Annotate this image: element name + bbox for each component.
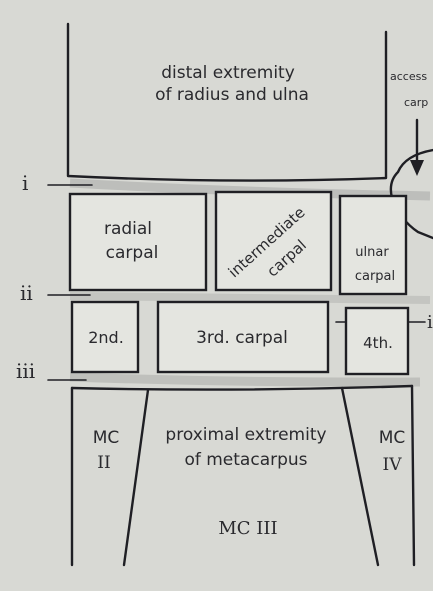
- mc3-label: MC III: [218, 518, 277, 539]
- radius-ulna-outline: [66, 22, 388, 182]
- mc2-mc3-boundary: [122, 388, 150, 567]
- metacarpus-label-line2: of metacarpus: [184, 450, 307, 470]
- fourth-carpal-label: 4th.: [363, 334, 393, 352]
- radius-ulna-label-line2: of radius and ulna: [155, 85, 309, 105]
- third-carpal-bone: [156, 300, 330, 374]
- metacarpus-label-line1: proximal extremity: [165, 425, 326, 445]
- middle-carpal-joint-space: [69, 292, 431, 304]
- third-carpal-label: 3rd. carpal: [196, 328, 288, 348]
- carpometacarpal-joint-space: [69, 372, 421, 387]
- accessory-arrow-head: [410, 160, 424, 176]
- joint-label-i: i: [22, 171, 28, 195]
- accessory-label-line1: access: [390, 70, 427, 83]
- mc4-label-line2: IV: [383, 455, 403, 475]
- mc4-label-line1: MC: [379, 428, 406, 448]
- radial-carpal-label-line1: radial: [104, 219, 152, 239]
- mc3-mc4-boundary: [340, 386, 380, 567]
- accessory-label-line2: carp: [404, 96, 428, 109]
- radial-carpal-label-line2: carpal: [106, 243, 159, 263]
- metacarpus-top-edge: [70, 384, 414, 391]
- second-carpal-label: 2nd.: [88, 328, 124, 347]
- radial-carpal-bone: [68, 192, 208, 292]
- ulnar-carpal-label-line2: carpal: [355, 269, 395, 284]
- joint-label-iii: iii: [16, 359, 35, 383]
- intermediate-carpal-bone: [214, 190, 333, 292]
- joint-label-ii: ii: [20, 281, 33, 305]
- fourth-carpal-bone: [344, 306, 410, 376]
- mc2-label-line2: II: [97, 453, 110, 473]
- mc2-label-line1: MC: [93, 428, 120, 448]
- ulnar-carpal-bone: [338, 194, 408, 296]
- ulnar-carpal-label-line1: ulnar: [355, 245, 389, 260]
- second-carpal-bone: [70, 300, 140, 374]
- joint-label-right: i: [427, 312, 433, 333]
- radius-ulna-label-line1: distal extremity: [161, 63, 295, 83]
- metacarpus-right-edge: [410, 384, 416, 567]
